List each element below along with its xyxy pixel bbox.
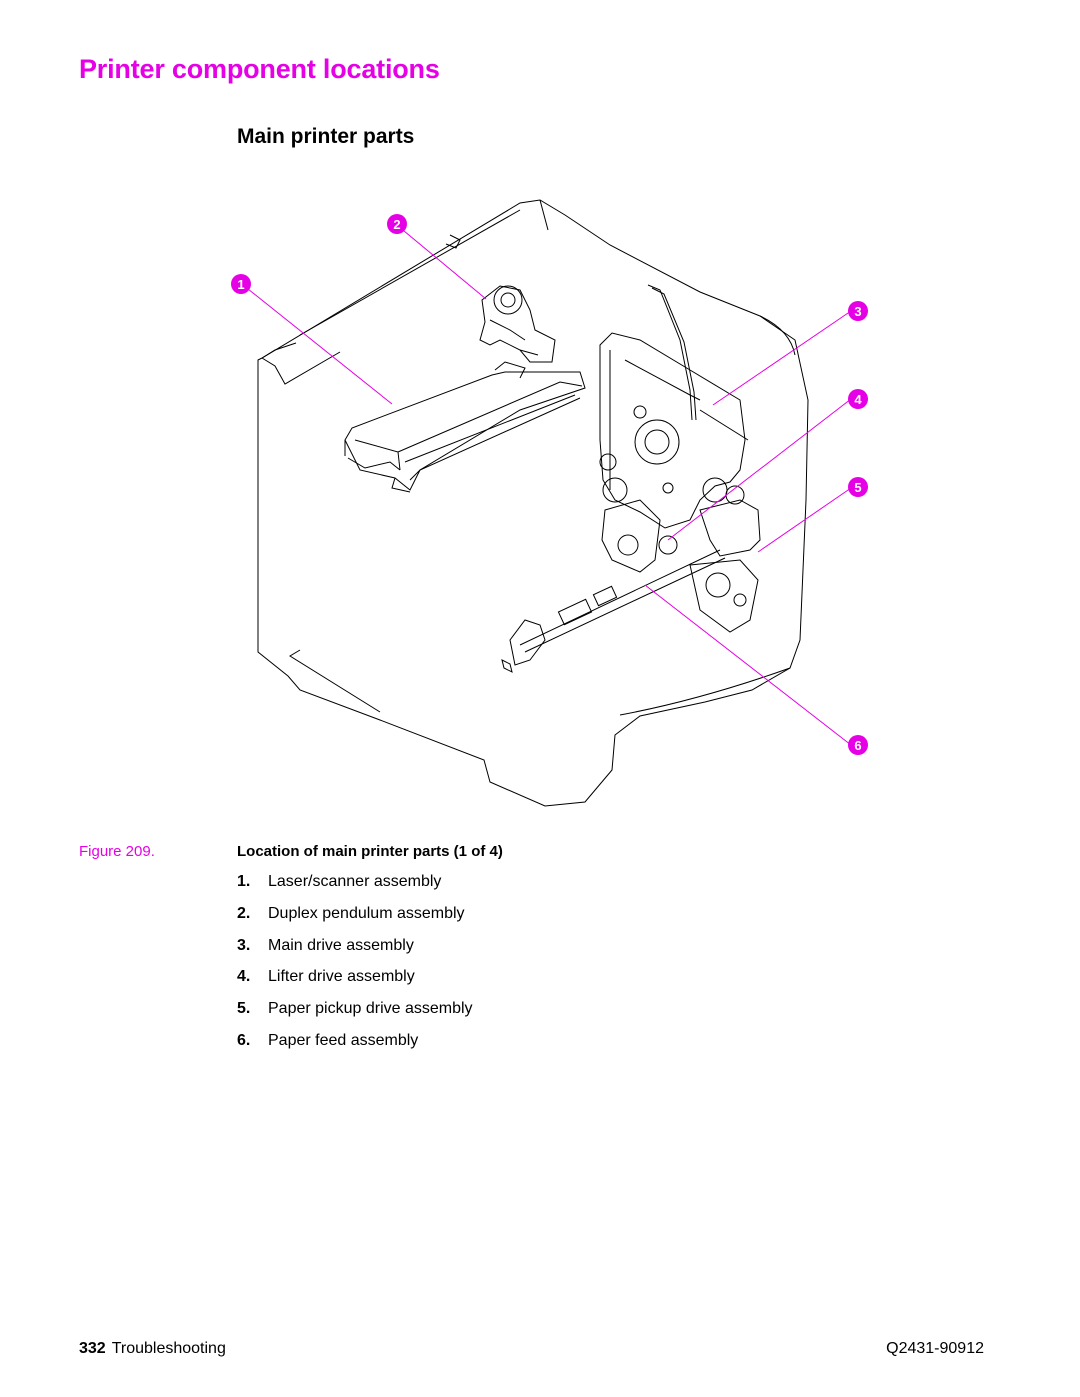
svg-text:6: 6 bbox=[854, 738, 861, 753]
section-title: Main printer parts bbox=[237, 125, 415, 148]
duplex-pendulum-assembly bbox=[479, 285, 556, 363]
callout-2: 2 bbox=[387, 214, 407, 234]
footer-page: 332 Troubleshooting bbox=[79, 1340, 226, 1358]
legend-text: Paper pickup drive assembly bbox=[268, 1000, 473, 1018]
pickup-drive-assembly bbox=[601, 499, 761, 573]
footer-doc-number: Q2431-90912 bbox=[886, 1340, 984, 1357]
callout-4: 4 bbox=[848, 389, 868, 409]
legend-item: 3. Main drive assembly bbox=[237, 936, 473, 968]
svg-text:5: 5 bbox=[854, 480, 861, 495]
page-number: 332 bbox=[79, 1340, 106, 1357]
legend-item: 4. Lifter drive assembly bbox=[237, 967, 473, 999]
paper-feed-assembly bbox=[501, 549, 759, 673]
page-title: Printer component locations bbox=[79, 54, 440, 84]
svg-text:2: 2 bbox=[393, 217, 400, 232]
figure-label: Figure 209. bbox=[79, 843, 155, 860]
legend-text: Laser/scanner assembly bbox=[268, 873, 442, 890]
legend-item: 5. Paper pickup drive assembly bbox=[237, 999, 473, 1031]
legend-number: 1. bbox=[237, 873, 251, 890]
callout-3: 3 bbox=[848, 301, 868, 321]
main-drive-assembly bbox=[599, 284, 749, 529]
printer-right-curve bbox=[759, 315, 796, 356]
legend-number: 3. bbox=[237, 936, 251, 954]
printer-lower-curve bbox=[619, 667, 791, 716]
laser-scanner-assembly bbox=[344, 361, 586, 493]
parts-legend: 1. Laser/scanner assembly 2. Duplex pendul… bbox=[237, 872, 473, 1063]
callout-1: 1 bbox=[231, 274, 251, 294]
legend-item: 2. Duplex pendulum assembly bbox=[237, 904, 473, 936]
legend-text: Duplex pendulum assembly bbox=[268, 904, 465, 922]
printer-handle bbox=[445, 234, 461, 249]
callout-leaders bbox=[247, 225, 852, 746]
figure-caption: Location of main printer parts (1 of 4) bbox=[237, 843, 503, 860]
footer-section: Troubleshooting bbox=[111, 1340, 226, 1357]
legend-text: Lifter drive assembly bbox=[268, 968, 415, 986]
printer-top-edge bbox=[299, 209, 521, 336]
legend-item: 6. Paper feed assembly bbox=[237, 1031, 473, 1063]
svg-text:4: 4 bbox=[854, 392, 862, 407]
legend-number: 5. bbox=[237, 1000, 251, 1018]
printer-parts-illustration: 1 2 3 4 5 6 bbox=[231, 199, 868, 807]
legend-number: 4. bbox=[237, 968, 251, 986]
printer-top-front-edge bbox=[261, 351, 341, 385]
legend-text: Main drive assembly bbox=[268, 936, 414, 954]
svg-text:3: 3 bbox=[854, 304, 861, 319]
printer-corner-detail bbox=[261, 342, 297, 359]
callout-6: 6 bbox=[848, 735, 868, 755]
legend-number: 2. bbox=[237, 904, 251, 922]
callout-5: 5 bbox=[848, 477, 868, 497]
printer-body-outline bbox=[257, 199, 809, 807]
legend-item: 1. Laser/scanner assembly bbox=[237, 872, 473, 904]
legend-text: Paper feed assembly bbox=[268, 1031, 419, 1049]
printer-side-edge bbox=[539, 199, 549, 231]
legend-number: 6. bbox=[237, 1031, 251, 1049]
svg-text:1: 1 bbox=[237, 277, 244, 292]
printer-bottom-inner bbox=[289, 649, 381, 713]
